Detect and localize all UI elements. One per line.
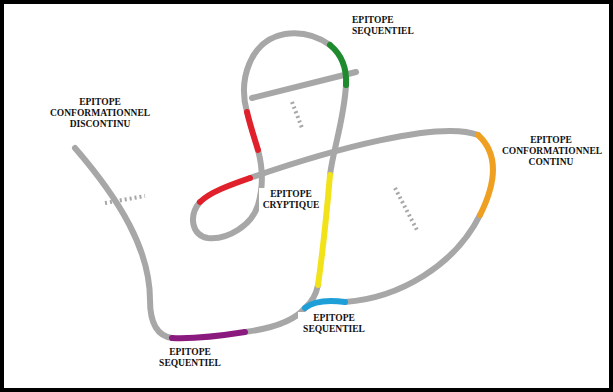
epitope-label: EPITOPE CONFORMATIONNEL DISCONTINU [48, 96, 152, 131]
bond-dash [395, 188, 418, 232]
chain-segment [244, 33, 330, 112]
chain-segment [250, 131, 478, 178]
peptide-chain [75, 33, 493, 338]
chain-segment [252, 72, 356, 98]
epitope-label: EPITOPE CONFORMATIONNEL CONTINU [500, 134, 602, 169]
epitope-label: EPITOPE SEQUENTIEL [150, 346, 230, 370]
chain-segment [345, 215, 480, 302]
discontinuous-epitope-segment [247, 112, 258, 150]
epitope-label: EPITOPE SEQUENTIEL [350, 14, 432, 38]
sequential-epitope-segment [172, 332, 245, 338]
epitope-label: EPITOPE CRYPTIQUE [259, 188, 323, 212]
epitope-label: EPITOPE SEQUENTIEL [298, 312, 370, 336]
chain-segment [193, 150, 262, 238]
discontinuous-epitope-segment [200, 178, 250, 202]
bond-dash [292, 102, 302, 128]
sequential-epitope-segment [330, 45, 346, 85]
chain-segment [245, 308, 305, 332]
sequential-epitope-segment [305, 301, 345, 308]
continuous-epitope-segment [478, 135, 493, 215]
chain-segment [75, 148, 172, 338]
chain-segment [330, 85, 346, 175]
